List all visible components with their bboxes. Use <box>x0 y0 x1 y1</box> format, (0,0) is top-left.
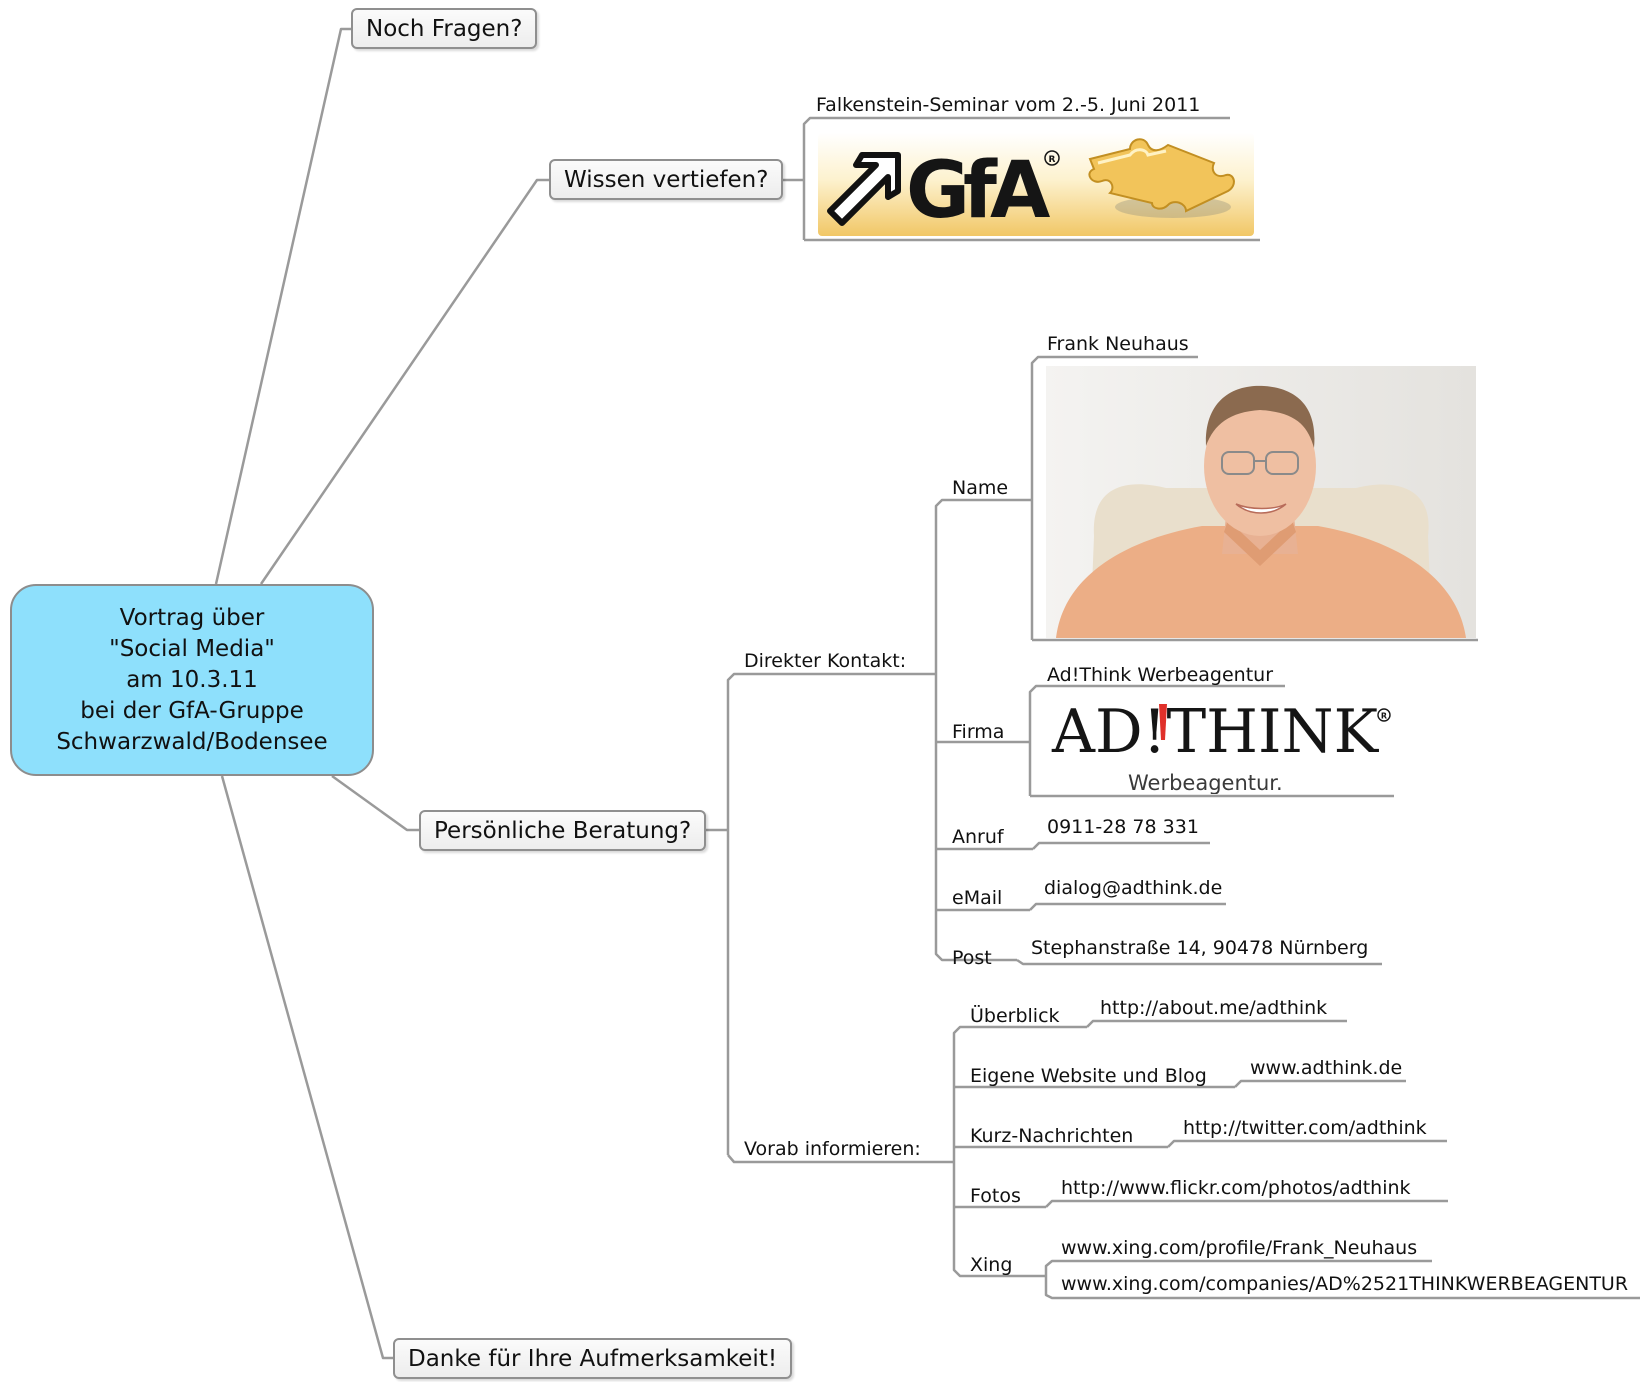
bracket-firma-value <box>1028 684 1285 796</box>
name-label[interactable]: Name <box>952 477 1009 499</box>
xing-value-1[interactable]: www.xing.com/profile/Frank_Neuhaus <box>1061 1237 1418 1259</box>
central-line-1: Vortrag über <box>119 604 265 631</box>
bracket-name-value <box>1030 355 1198 640</box>
adthink-wordmark: AD!THINK <box>1051 697 1379 767</box>
underline-vorab <box>727 1154 954 1164</box>
central-line-5: Schwarzwald/Bodensee <box>56 728 328 755</box>
anruf-label[interactable]: Anruf <box>952 826 1004 848</box>
kurz-nachrichten-label[interactable]: Kurz-Nachrichten <box>970 1125 1134 1147</box>
website-label[interactable]: Eigene Website und Blog <box>970 1065 1207 1087</box>
glasses <box>1221 451 1299 475</box>
exclamation-mark-icon <box>1159 704 1167 740</box>
underline-anruf-value <box>1032 841 1210 850</box>
underline-post-value <box>1016 958 1382 966</box>
underline-xing-value-1 <box>1044 1259 1432 1276</box>
branch-ueberblick <box>952 1025 1087 1162</box>
registered-mark-icon: R <box>1377 708 1391 722</box>
topic-danke-label: Danke für Ihre Aufmerksamkeit! <box>408 1345 778 1372</box>
gfa-arrow-icon <box>827 152 901 226</box>
central-line-2: "Social Media" <box>109 635 275 662</box>
branch-lower-kontakt <box>934 674 1017 962</box>
face <box>1204 396 1316 536</box>
hair <box>1205 385 1315 448</box>
firma-value[interactable]: Ad!Think Werbeagentur <box>1047 664 1274 686</box>
branch-name <box>934 498 1032 674</box>
vorab-label[interactable]: Vorab informieren: <box>744 1138 921 1160</box>
central-line-4: bei der GfA-Gruppe <box>80 697 304 724</box>
xing-label[interactable]: Xing <box>970 1254 1013 1276</box>
topic-danke[interactable]: Danke für Ihre Aufmerksamkeit! <box>393 1338 793 1379</box>
gfa-logo[interactable]: GfA R <box>818 133 1254 236</box>
underline-xing-value-2 <box>1044 1276 1640 1300</box>
gfa-logo-graphic: GfA R <box>827 138 1235 236</box>
registered-mark-icon: R <box>1044 150 1060 166</box>
anruf-value[interactable]: 0911-28 78 331 <box>1047 816 1199 838</box>
underline-website-value <box>1234 1079 1406 1088</box>
connector-beratung <box>331 774 419 832</box>
email-label[interactable]: eMail <box>952 887 1003 909</box>
shirt <box>1056 526 1466 638</box>
fotos-value[interactable]: http://www.flickr.com/photos/adthink <box>1061 1177 1411 1199</box>
branch-xing <box>952 1162 1046 1278</box>
underline-ueberblick-value <box>1086 1019 1347 1028</box>
adthink-logo[interactable]: AD!THINK R Werbeagentur. <box>1046 690 1392 794</box>
topic-wissen-vertiefen-label: Wissen vertiefen? <box>564 166 769 193</box>
central-line-3: am 10.3.11 <box>126 666 258 693</box>
post-label[interactable]: Post <box>952 947 992 969</box>
website-value[interactable]: www.adthink.de <box>1250 1057 1403 1079</box>
underline-fotos-value <box>1045 1199 1448 1208</box>
gfa-logo-text: GfA <box>906 146 1050 236</box>
bracket-direkter-kontakt <box>726 672 936 1155</box>
adthink-subline: Werbeagentur. <box>1128 771 1283 794</box>
topic-persoenliche-beratung[interactable]: Persönliche Beratung? <box>419 810 707 851</box>
portrait-photo-graphic <box>1046 366 1476 638</box>
underline-email-value <box>1029 902 1226 911</box>
email-value[interactable]: dialog@adthink.de <box>1044 877 1223 899</box>
topic-noch-fragen-label: Noch Fragen? <box>366 15 523 42</box>
central-topic[interactable]: Vortrag über "Social Media" am 10.3.11 b… <box>10 584 374 776</box>
topic-persoenliche-beratung-label: Persönliche Beratung? <box>434 817 692 844</box>
svg-text:R: R <box>1049 155 1056 165</box>
direkter-kontakt-label[interactable]: Direkter Kontakt: <box>744 650 907 672</box>
post-value[interactable]: Stephanstraße 14, 90478 Nürnberg <box>1031 937 1369 959</box>
central-topic-text: Vortrag über "Social Media" am 10.3.11 b… <box>56 603 327 758</box>
adthink-logo-graphic: AD!THINK R Werbeagentur. <box>1051 697 1391 794</box>
xing-value-2[interactable]: www.xing.com/companies/AD%2521THINKWERBE… <box>1061 1273 1629 1295</box>
kurz-nachrichten-value[interactable]: http://twitter.com/adthink <box>1183 1117 1427 1139</box>
topic-wissen-vertiefen[interactable]: Wissen vertiefen? <box>549 159 784 200</box>
topic-noch-fragen[interactable]: Noch Fragen? <box>351 8 538 49</box>
ueberblick-label[interactable]: Überblick <box>970 1005 1060 1027</box>
portrait-photo[interactable] <box>1046 366 1476 638</box>
connector-danke <box>220 775 393 1360</box>
fotos-label[interactable]: Fotos <box>970 1185 1021 1207</box>
ueberblick-value[interactable]: http://about.me/adthink <box>1100 997 1328 1019</box>
underline-kurz-value <box>1167 1139 1447 1148</box>
connector-wissen-vertiefen <box>259 178 549 585</box>
bracket-seminar <box>802 116 1230 240</box>
puzzle-piece-icon <box>1088 138 1235 218</box>
name-value[interactable]: Frank Neuhaus <box>1047 333 1189 355</box>
connector-noch-fragen <box>214 27 351 585</box>
svg-text:R: R <box>1381 712 1387 721</box>
seminar-label[interactable]: Falkenstein-Seminar vom 2.-5. Juni 2011 <box>816 94 1201 116</box>
firma-label[interactable]: Firma <box>952 721 1005 743</box>
